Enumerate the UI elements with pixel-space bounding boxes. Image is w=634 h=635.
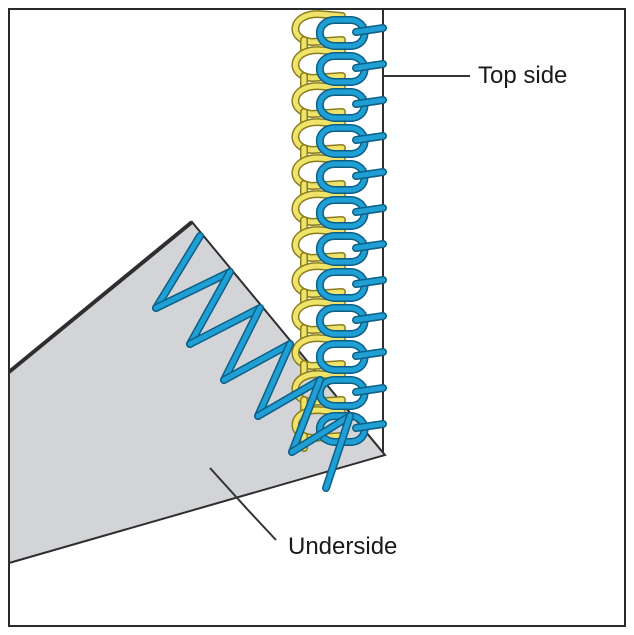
zigzag-stitch-core <box>187 305 263 347</box>
needle-loop <box>315 160 369 194</box>
needle-loop <box>315 340 369 374</box>
needle-loop <box>315 52 369 86</box>
needle-loop <box>315 16 369 50</box>
needle-loop-core <box>317 125 367 157</box>
needle-loop <box>315 196 369 230</box>
needle-stitch <box>352 204 387 216</box>
needle-loop-core <box>317 341 367 373</box>
top-side-label: Top side <box>478 62 568 89</box>
zigzag-stitch <box>186 268 234 348</box>
looper-loop-core <box>292 227 345 261</box>
looper-loop-core <box>292 191 345 225</box>
zigzag-stitch-core <box>289 413 353 455</box>
needle-loop-core <box>317 89 367 121</box>
zigzag-stitch-core <box>289 377 323 455</box>
zigzag-stitch-core <box>255 341 293 419</box>
needle-stitch <box>352 132 387 144</box>
needle-loop-core <box>317 413 367 445</box>
looper-loop-core <box>292 47 345 81</box>
needle-stitch-core <box>353 421 386 431</box>
needle-stitch <box>352 60 387 72</box>
looper-loop-core <box>292 11 345 45</box>
needle-stitch-core <box>353 169 386 179</box>
needle-stitch <box>352 96 387 108</box>
needle-stitch-core <box>353 349 386 359</box>
zigzag-stitch <box>152 268 234 312</box>
needle-stitch-core <box>353 133 386 143</box>
needle-stitch <box>352 348 387 360</box>
zigzag-stitch <box>322 412 354 492</box>
underside-zigzag-stitches <box>152 232 354 492</box>
looper-loop-core <box>292 83 345 117</box>
zigzag-stitch <box>186 304 264 348</box>
zigzag-stitch-core <box>153 269 233 311</box>
zigzag-stitch <box>254 376 324 420</box>
needle-loop-core <box>317 269 367 301</box>
coverstitch-chain <box>291 10 387 452</box>
needle-stitch <box>352 420 387 432</box>
zigzag-stitch <box>220 304 264 384</box>
needle-stitch-core <box>353 25 386 35</box>
zigzag-stitch <box>152 232 204 312</box>
needle-loop-core <box>317 17 367 49</box>
looper-loop-core <box>292 263 345 297</box>
needle-loop <box>315 376 369 410</box>
zigzag-stitch <box>220 340 294 384</box>
looper-loop <box>291 334 346 370</box>
underside-label: Underside <box>288 533 398 560</box>
looper-loop-core <box>292 335 345 369</box>
looper-loop-core <box>292 155 345 189</box>
fabric-top-edge <box>7 220 194 374</box>
zigzag-stitch-core <box>153 233 203 311</box>
needle-loop <box>315 412 369 446</box>
needle-loop-core <box>317 233 367 265</box>
looper-loop-core <box>292 119 345 153</box>
looper-loop <box>291 154 346 190</box>
needle-stitch-core <box>353 277 386 287</box>
needle-stitch <box>352 312 387 324</box>
looper-loop <box>291 190 346 226</box>
needle-loop-core <box>317 377 367 409</box>
needle-loop <box>315 88 369 122</box>
looper-loop <box>291 262 346 298</box>
looper-loop <box>291 10 346 46</box>
looper-loop <box>291 118 346 154</box>
zigzag-stitch <box>288 376 324 456</box>
needle-stitch-core <box>353 241 386 251</box>
needle-stitch <box>352 276 387 288</box>
needle-loop <box>315 304 369 338</box>
looper-loop <box>291 298 346 334</box>
needle-stitch <box>352 240 387 252</box>
needle-loop-core <box>317 53 367 85</box>
needle-stitch <box>352 384 387 396</box>
needle-stitch-core <box>353 61 386 71</box>
needle-stitch <box>352 168 387 180</box>
zigzag-stitch <box>288 412 354 456</box>
underside-leader <box>209 467 277 541</box>
zigzag-stitch <box>254 340 294 420</box>
looper-loop <box>291 226 346 262</box>
zigzag-stitch-core <box>221 341 293 383</box>
needle-stitch-core <box>353 97 386 107</box>
looper-loop-core <box>292 299 345 333</box>
needle-loop-core <box>317 161 367 193</box>
needle-stitch-core <box>353 313 386 323</box>
needle-stitch-core <box>353 205 386 215</box>
needle-loop-core <box>317 305 367 337</box>
needle-loop <box>315 232 369 266</box>
needle-loop <box>315 268 369 302</box>
zigzag-stitch-core <box>221 305 263 383</box>
looper-loop <box>291 46 346 82</box>
zigzag-stitch-core <box>187 269 233 347</box>
needle-loop-core <box>317 197 367 229</box>
zigzag-stitch-core <box>323 413 353 491</box>
needle-loop <box>315 124 369 158</box>
needle-stitch-core <box>353 385 386 395</box>
looper-loop <box>291 82 346 118</box>
zigzag-stitch-core <box>255 377 323 419</box>
needle-stitch <box>352 24 387 36</box>
